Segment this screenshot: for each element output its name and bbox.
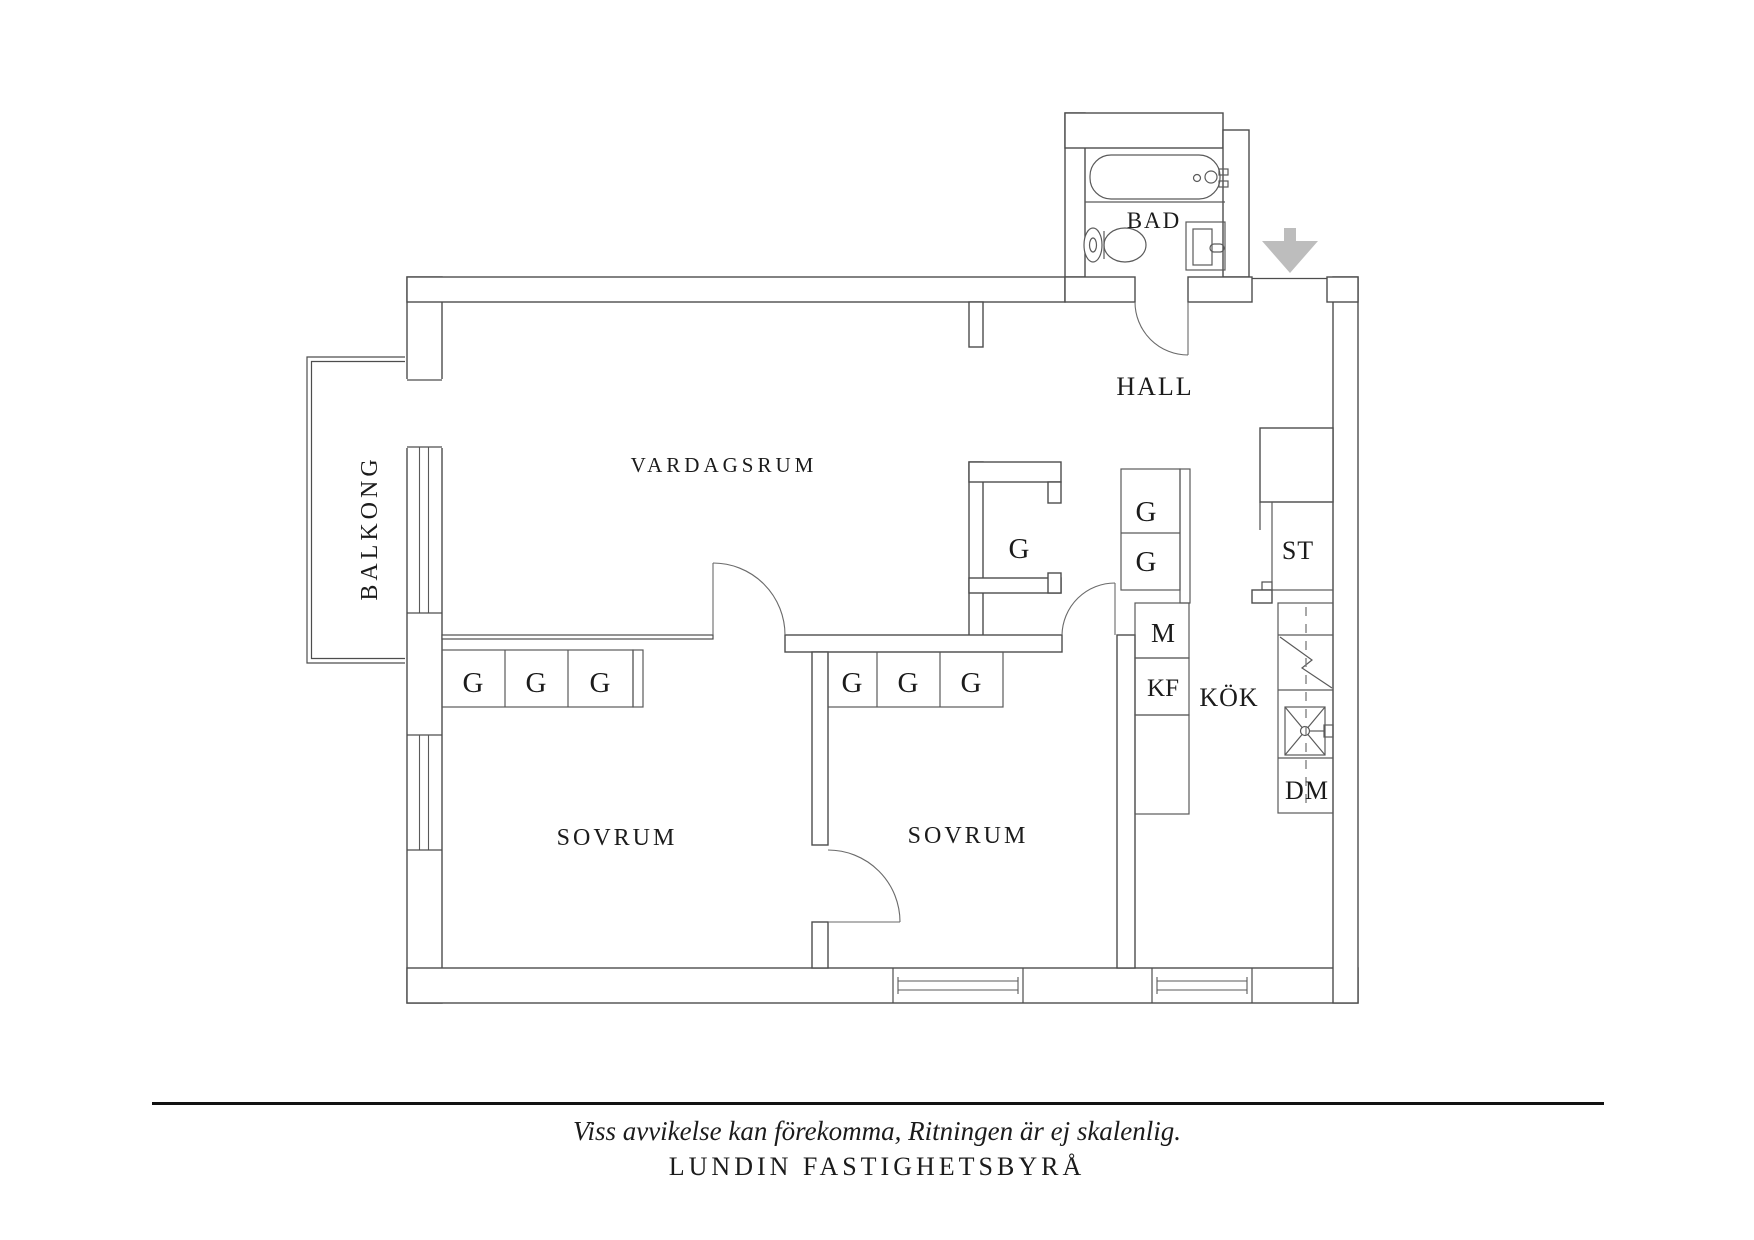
toilet-flush-button [1088,237,1098,253]
dm-label: DM [1285,776,1329,805]
wardrobe-label: G [898,667,919,699]
balcony-label: BALKONG [357,455,383,600]
bathroom-top-wall [1064,112,1224,149]
bedroom-divider-door-arc [827,849,901,923]
kitchen-label: KÖK [1199,683,1258,712]
livingroom-hall-wall [968,461,984,638]
footer-disclaimer: Viss avvikelse kan förekomma, Ritningen … [573,1116,1181,1146]
bedroom-divider-wall-lower [811,921,829,969]
hall-label: HALL [1116,372,1193,401]
bedroom1-wardrobe-end-panel [632,649,644,708]
living-room-label: VARDAGSRUM [631,453,818,477]
bedroom2-door-arc [1061,582,1116,636]
bathroom-door-arc [1134,301,1189,356]
balcony [306,356,405,664]
bathtub [1089,154,1221,200]
kitchen-fittings [1134,602,1334,815]
bedroom2-wardrobe-row [827,651,1004,708]
interior-walls [441,277,1334,969]
m-label: M [1151,618,1175,648]
hall-wardrobe-label: G [1136,546,1157,578]
walkin-closet-right-wall-lower [1047,572,1062,594]
walkin-closet-right-wall-upper [1047,481,1062,504]
walkin-closet-bottom-wall [968,577,1062,594]
st-closet [1271,501,1334,591]
footer-rule [152,1102,1604,1105]
hall-kitchen-shaft [1259,427,1334,503]
bedroom-divider-wall [811,651,829,846]
right-wall [1332,276,1359,1004]
kf-label: KF [1147,675,1179,702]
balcony-outline [306,356,405,664]
bedroom1-top-wall [441,634,714,640]
walkin-closet-label: G [1009,533,1030,565]
bathroom-right-wall [1222,129,1250,278]
bedroom1-label: SOVRUM [557,825,678,851]
kitchen-sink-tap [1323,724,1334,738]
bedroom2-label: SOVRUM [908,823,1029,849]
bathtub-tap [1218,180,1229,188]
top-wall-entry-right [1326,276,1359,303]
bathroom-label: BAD [1127,208,1182,233]
entrance-arrow-icon [1262,228,1318,273]
bottom-wall-windows [892,968,1253,1003]
top-wall [406,276,1066,303]
wardrobe-label: G [842,667,863,699]
doors [712,301,1189,923]
footer-company: LUNDIN FASTIGHETSBYRÅ [669,1152,1085,1181]
bath-sink-basin [1192,228,1213,266]
st-label: ST [1282,536,1314,565]
bathtub-tap [1218,168,1229,176]
wardrobe-label: G [590,667,611,699]
bathroom-fixtures [1083,154,1229,271]
left-wall-openings [405,379,444,851]
wardrobe-label: G [961,667,982,699]
toilet-bowl [1103,227,1147,263]
hall-livingroom-stub-wall [968,301,984,348]
toilet-tank [1083,227,1103,263]
stove-symbol [1279,636,1333,689]
wardrobe-label: G [463,667,484,699]
bath-sink-faucet [1209,243,1225,253]
walkin-closet-top-wall [968,461,1062,483]
wardrobes [441,468,1334,708]
room-labels: BALKONG VARDAGSRUM HALL BAD SOVRUM SOVRU… [357,208,1258,851]
bathtub-faucet [1204,170,1218,184]
fixture-labels: G G G G G G G G G ST M KF DM [463,496,1329,805]
hall-wardrobe-side-panel [1179,468,1191,604]
balcony-inner-line [310,360,405,660]
st-door-stub [1261,581,1273,591]
top-wall-bath-left [1064,276,1136,303]
wardrobe-label: G [526,667,547,699]
kitchen-counter [1277,602,1334,814]
bedroom2-top-wall [784,634,1063,653]
footer: Viss avvikelse kan förekomma, Ritningen … [152,1102,1604,1181]
bedroom2-kitchen-wall [1116,634,1136,969]
kitchen-cabinet-box [1134,714,1190,815]
bedroom1-door-arc [712,562,786,636]
bathtub-drain [1192,173,1202,183]
kitchen-counter-stub-wall [1251,589,1273,604]
bath-sink-cabinet [1185,221,1226,271]
exterior-walls [406,112,1359,1004]
hall-wardrobe-label: G [1136,496,1157,528]
top-wall-bath-right [1187,276,1253,303]
kitchen-sink [1284,706,1326,756]
kitchen-sink-drain [1299,725,1311,737]
balcony-door-opening [405,379,444,448]
bottom-wall [406,967,1359,1004]
